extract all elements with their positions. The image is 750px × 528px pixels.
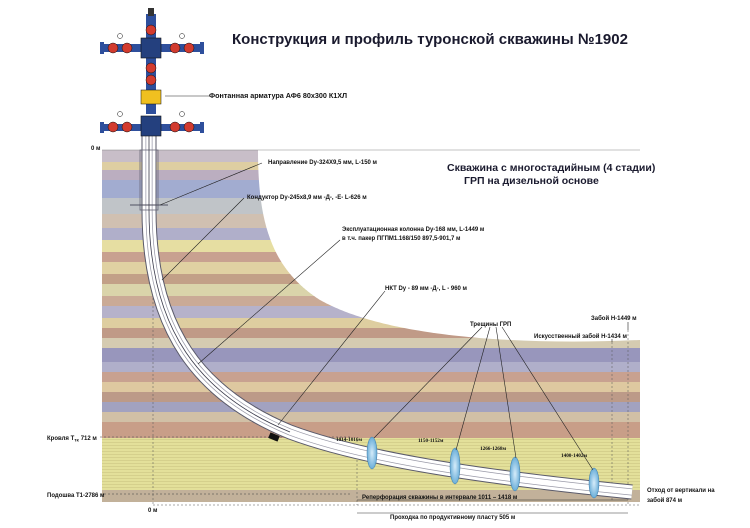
fracture-2 — [449, 447, 461, 485]
valve-icon — [183, 42, 195, 54]
packer-icon — [268, 432, 280, 442]
flange-icon — [100, 122, 104, 133]
wellhead-label: Фонтанная арматура АФ6 80х300 К1ХЛ — [209, 91, 347, 100]
label-conductor: Кондуктор Dy-245х8,9 мм -Д-, -Е- L-626 м — [247, 195, 367, 201]
fracture-3 — [509, 456, 521, 492]
label-bottom: Забой Н-1449 м — [591, 315, 637, 322]
label-tubing: НКТ Dy - 89 мм -Д-, L - 960 м — [385, 286, 468, 292]
leader-direction — [159, 162, 263, 206]
label-perforation: Реперфорация скважины в интервале 1011 –… — [362, 494, 518, 501]
label-zero-top: 0 м — [91, 146, 101, 152]
gauge-icon — [179, 111, 185, 117]
cutaway-white-area — [258, 150, 640, 342]
valve-icon — [107, 42, 119, 54]
label-offset-2: забой 874 м — [647, 497, 683, 504]
label-artificial-bottom: Искусственный забой Н-1434 м — [534, 333, 627, 340]
leader-lines — [159, 95, 629, 471]
flange-icon — [200, 122, 204, 133]
valve-icon — [121, 121, 133, 133]
label-roof-main: Кровля Т — [47, 436, 75, 442]
casing-head-block — [140, 115, 162, 137]
wellhead-lower — [100, 89, 204, 137]
label-sole: Подошва Т1-2786 м — [47, 493, 105, 499]
leader-fracture-3 — [495, 326, 517, 459]
label-production-2: в т.ч. пакер ПГПМ1.168/150 897,5-901,7 м — [342, 236, 461, 242]
leader-fracture-2 — [455, 326, 491, 451]
fracture-interval-1: 1014-1016м — [336, 437, 362, 443]
valve-icon — [121, 42, 133, 54]
leader-tubing — [277, 290, 386, 426]
valve-icon — [169, 42, 181, 54]
valve-icon — [145, 62, 157, 74]
label-roof-depth: 712 м — [81, 436, 98, 442]
fracture-4 — [588, 467, 600, 499]
subtitle-line-1: Скважина с многостадийным (4 стадии) — [447, 162, 655, 174]
flange-icon — [200, 42, 204, 54]
fracture-1 — [366, 436, 378, 470]
fracture-interval-4: 1400-1402м — [561, 453, 587, 459]
label-roof-sub: тк — [74, 438, 79, 443]
valve-icon — [145, 74, 157, 86]
valve-icon — [145, 24, 157, 36]
leader-conductor — [161, 197, 245, 281]
page-title: Конструкция и профиль туронской скважины… — [232, 31, 628, 48]
label-production-1: Эксплуатационная колонна Dy-168 мм, L-14… — [342, 227, 485, 233]
label-penetration: Проходка по продуктивному пласту 505 м — [390, 515, 516, 521]
subtitle-line-2: ГРП на дизельной основе — [464, 175, 599, 187]
valve-icon — [169, 121, 181, 133]
leader-fracture-1 — [373, 326, 483, 439]
flange-icon — [100, 42, 104, 54]
valve-icon — [107, 121, 119, 133]
label-offset-1: Отход от вертикали на — [647, 488, 715, 494]
wellhead-upper — [100, 8, 204, 114]
valve-icon — [183, 121, 195, 133]
leader-production — [197, 239, 341, 365]
gauge-icon — [148, 8, 154, 16]
label-zero-bottom: 0 м — [148, 508, 158, 514]
hanger-block — [140, 89, 162, 105]
gauge-icon — [117, 33, 123, 39]
fracture-interval-3: 1266-1268м — [480, 446, 506, 452]
gauge-icon — [179, 33, 185, 39]
tubing-line — [148, 120, 291, 433]
gauge-icon — [117, 111, 123, 117]
label-direction: Направление Dy-324X9,5 мм, L-150 м — [268, 160, 378, 166]
wellhead-block — [140, 37, 162, 59]
label-fractures: Трещины ГРП — [470, 322, 511, 328]
fracture-interval-2: 1150-1152м — [418, 438, 444, 444]
leader-fracture-4 — [501, 326, 594, 471]
